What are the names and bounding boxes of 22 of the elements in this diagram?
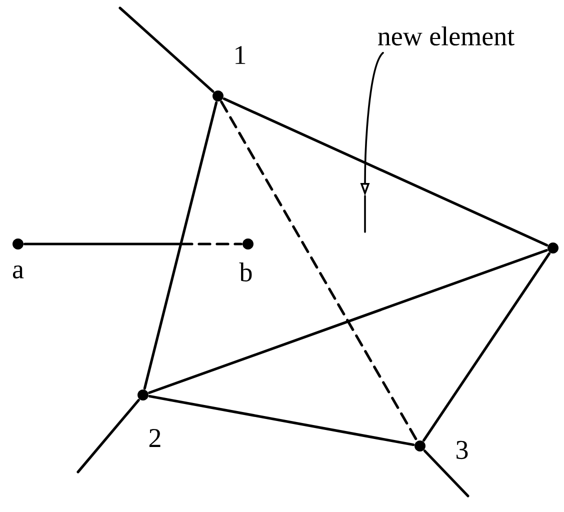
point-label: 2 — [149, 429, 160, 447]
node-dot — [242, 238, 254, 250]
text-label: new element — [378, 26, 514, 46]
element-edge — [220, 100, 418, 442]
node-dot — [212, 90, 224, 102]
point-label: 1 — [236, 46, 246, 64]
element-edge — [118, 6, 214, 93]
node-dot — [12, 238, 24, 250]
element-edge — [222, 98, 548, 246]
element-edge — [422, 252, 551, 442]
point-label: 3 — [456, 440, 468, 460]
node-dot — [138, 390, 148, 400]
element-edge — [148, 394, 415, 446]
element-edge — [423, 450, 470, 498]
element-edge — [76, 398, 140, 474]
node-dot — [548, 242, 558, 254]
node-dot — [414, 440, 426, 452]
element-edge — [143, 101, 218, 390]
point-label: a — [12, 266, 24, 278]
element-edge — [24, 242, 242, 246]
element-edge — [148, 249, 548, 394]
point-label: b — [239, 262, 252, 282]
